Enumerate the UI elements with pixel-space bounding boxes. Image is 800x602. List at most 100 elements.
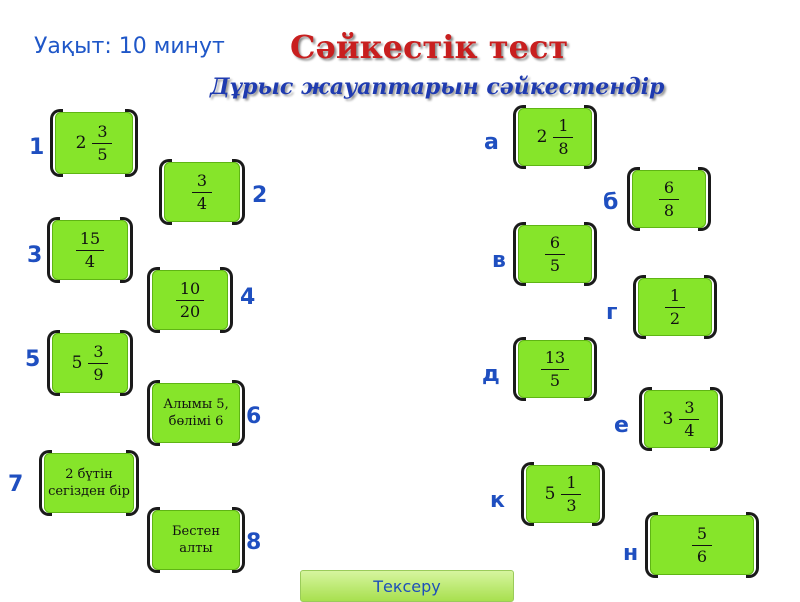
whole-part: 2 (75, 133, 87, 153)
denominator: 5 (549, 370, 561, 390)
denominator: 5 (97, 144, 108, 164)
fraction-bar (540, 368, 570, 370)
left-label-7: 7 (8, 472, 24, 497)
numerator: 5 (696, 523, 708, 543)
whole-part: 3 (662, 409, 674, 429)
card-content: 2 бүтін сегізден бір (44, 453, 134, 513)
right-label-е: е (614, 413, 629, 438)
denominator: 4 (684, 420, 695, 440)
denominator: 4 (196, 193, 208, 213)
left-label-5: 5 (25, 347, 41, 372)
left-card-7[interactable]: 2 бүтін сегізден бір (39, 450, 139, 516)
left-card-6[interactable]: Алымы 5, бөлімі 6 (147, 380, 245, 446)
denominator: 20 (179, 301, 201, 321)
denominator: 5 (549, 255, 561, 275)
numerator: 3 (196, 170, 208, 190)
left-label-2: 2 (252, 183, 268, 208)
denominator: 8 (558, 138, 569, 158)
numerator: 3 (97, 121, 108, 141)
left-label-8: 8 (246, 530, 262, 555)
left-label-4: 4 (240, 285, 256, 310)
page-title: Сәйкестік тест (290, 28, 569, 66)
card-text: Бестен алты (171, 524, 221, 556)
card-content: Бестен алты (152, 510, 240, 570)
instruction-subtitle: Дұрыс жауаптарын сәйкестендір (210, 74, 665, 100)
card-text: Алымы 5, бөлімі 6 (163, 397, 229, 429)
denominator: 6 (696, 546, 708, 566)
numerator: 6 (663, 177, 675, 197)
right-label-б: б (603, 190, 619, 215)
fraction-bar (92, 142, 113, 144)
numerator: 1 (566, 472, 577, 492)
fraction-bar (545, 253, 565, 255)
denominator: 3 (566, 495, 577, 515)
fraction-bar (665, 306, 685, 308)
right-label-г: г (606, 300, 618, 325)
card-text: 2 бүтін сегізден бір (48, 467, 130, 499)
whole-part: 2 (536, 127, 548, 147)
left-label-6: 6 (246, 404, 262, 429)
right-label-а: а (484, 130, 499, 155)
numerator: 1 (558, 115, 569, 135)
numerator: 3 (93, 341, 104, 361)
fraction-bar (692, 544, 712, 546)
denominator: 9 (93, 364, 104, 384)
left-card-8[interactable]: Бестен алты (147, 507, 245, 573)
right-label-к: к (490, 488, 505, 513)
check-button[interactable]: Тексеру (300, 570, 514, 602)
whole-part: 5 (71, 353, 83, 373)
numerator: 15 (79, 228, 101, 248)
fraction-bar (561, 493, 582, 495)
time-label: Уақыт: 10 минут (34, 34, 225, 59)
left-label-3: 3 (27, 243, 43, 268)
fraction-bar (88, 362, 109, 364)
right-label-в: в (492, 248, 506, 273)
numerator: 6 (549, 232, 561, 252)
fraction-bar (553, 136, 574, 138)
denominator: 4 (84, 251, 96, 271)
numerator: 13 (544, 347, 566, 367)
fraction-bar (679, 418, 700, 420)
numerator: 3 (684, 397, 695, 417)
denominator: 8 (663, 200, 675, 220)
fraction-bar (192, 191, 212, 193)
left-label-1: 1 (29, 135, 45, 160)
card-content: Алымы 5, бөлімі 6 (152, 383, 240, 443)
